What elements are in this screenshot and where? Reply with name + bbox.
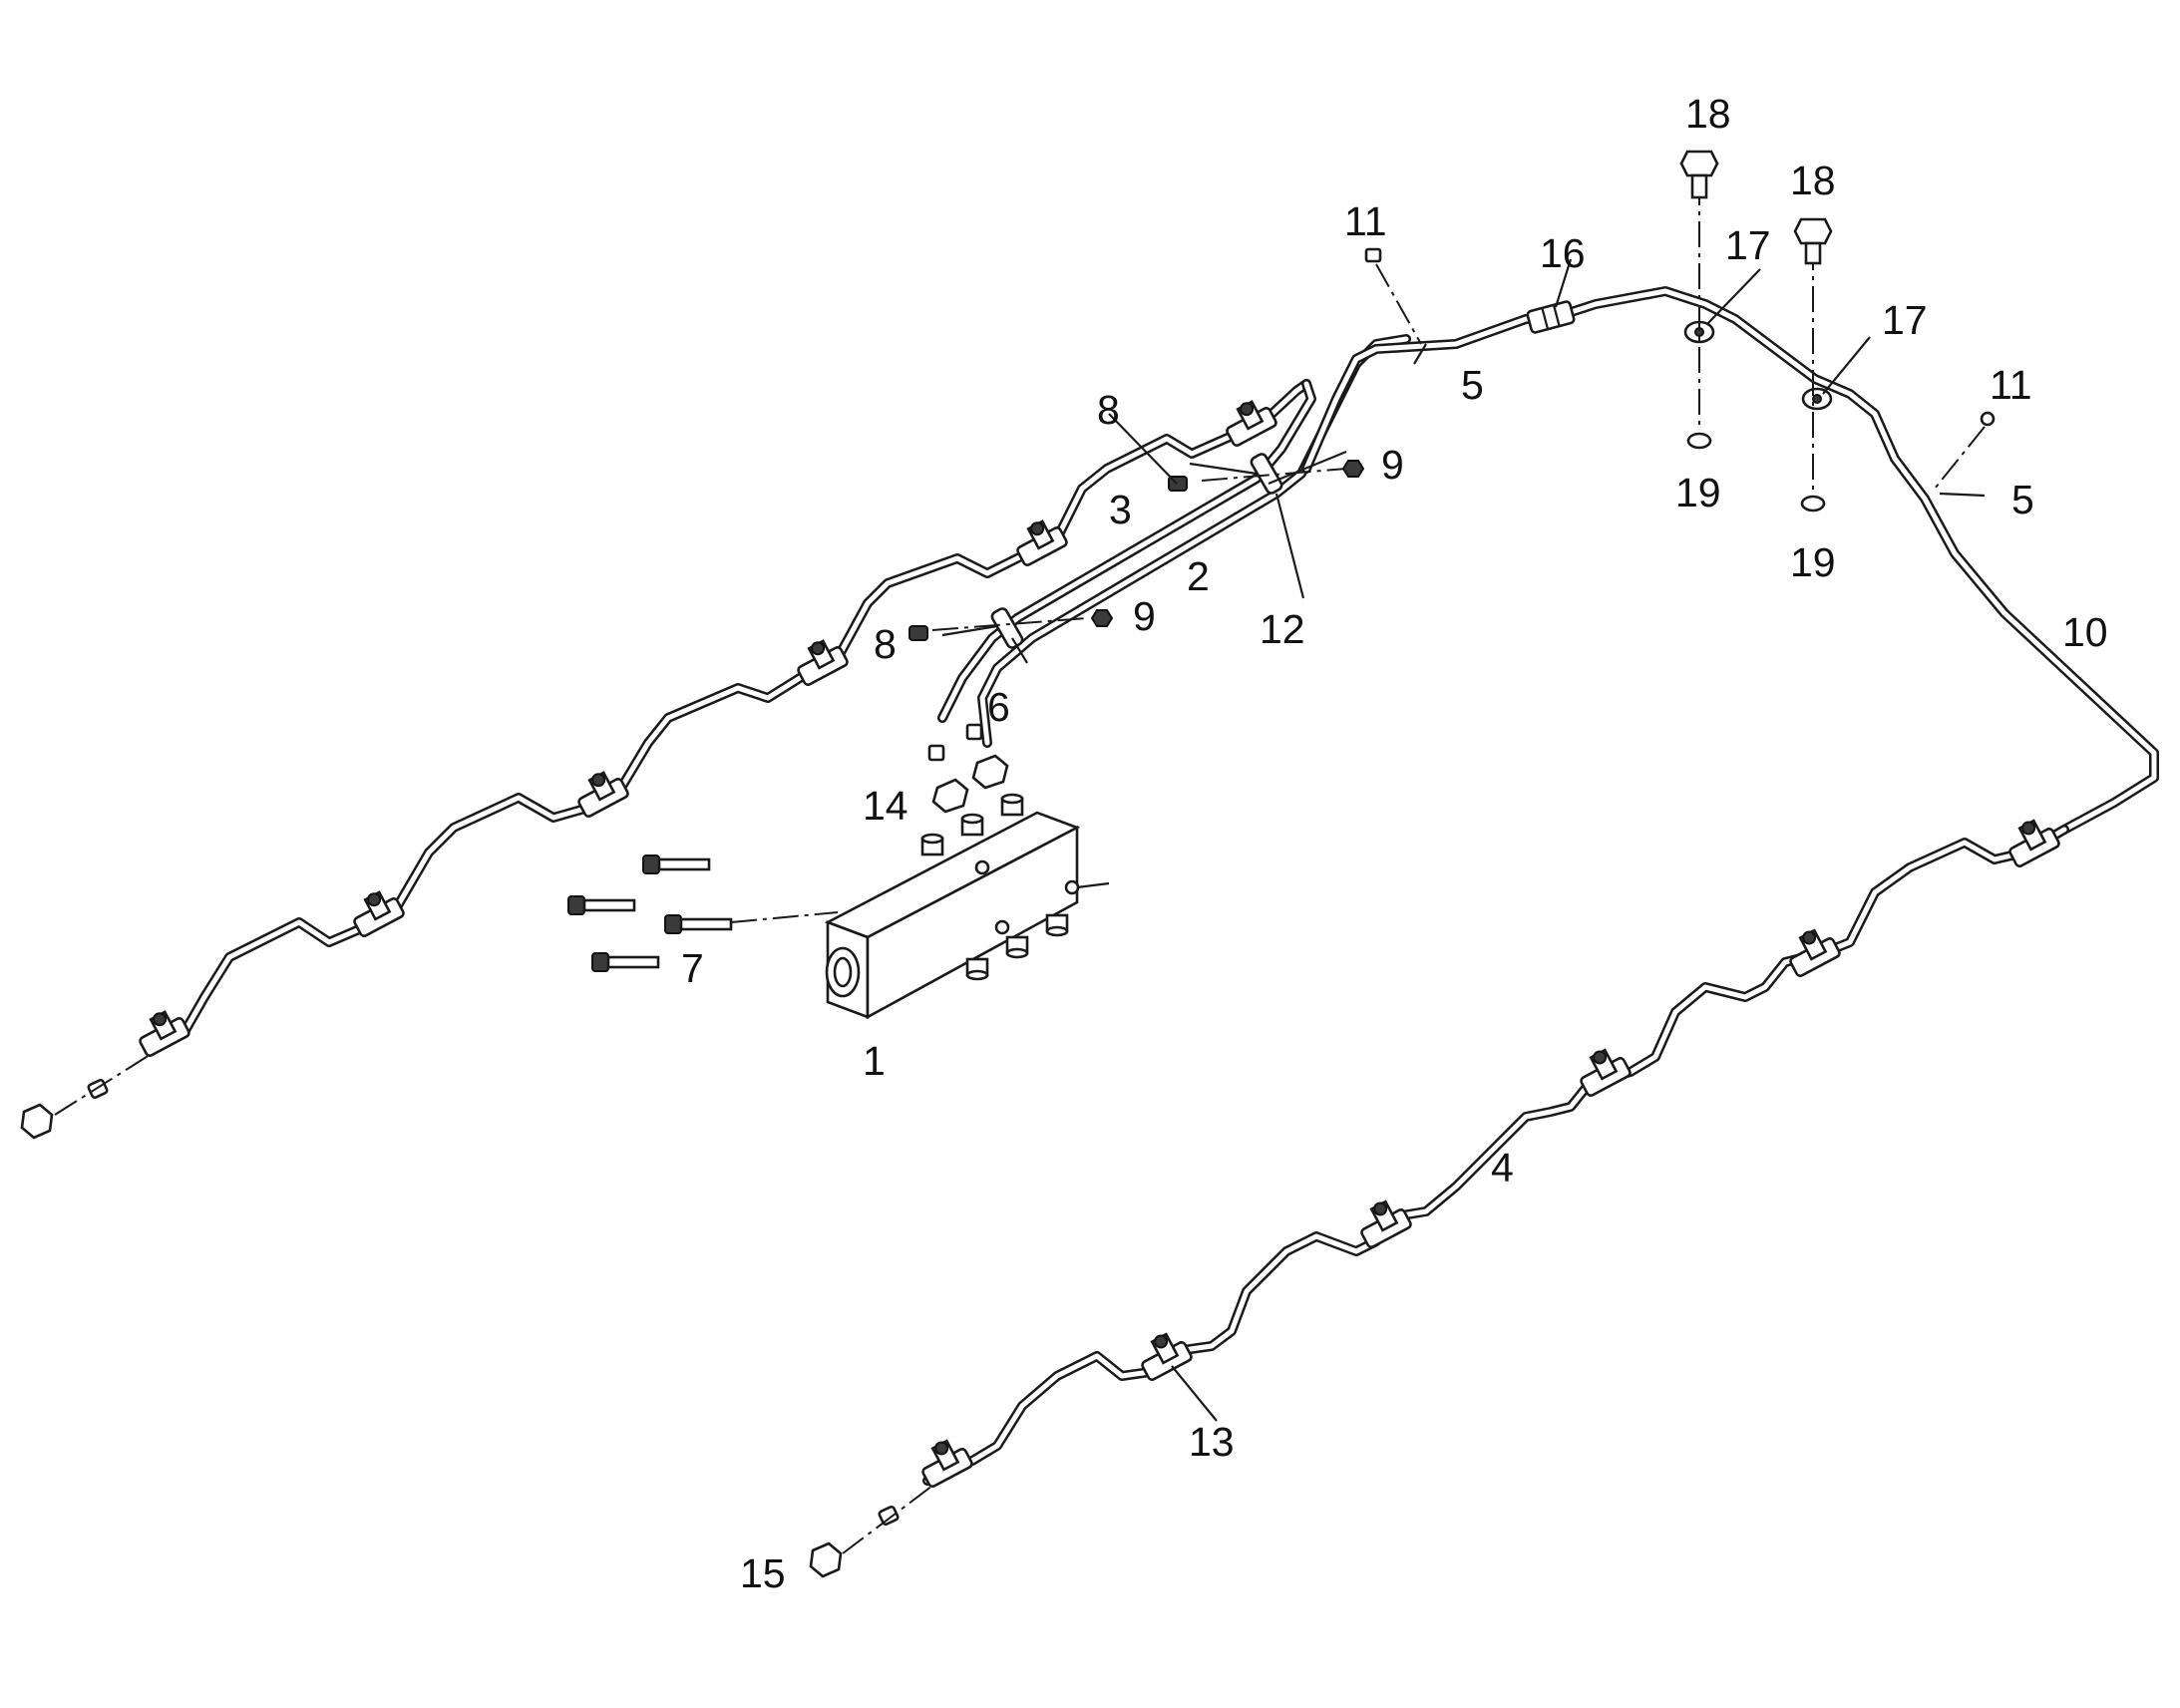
callout-11a: 11 xyxy=(1344,198,1387,244)
clamp-17 xyxy=(1683,320,1833,411)
callout-11b: 11 xyxy=(1990,362,2032,408)
tee-fittings-line-3 xyxy=(139,400,1277,1057)
pipe-5-10 xyxy=(1301,286,2159,835)
callout-5a: 5 xyxy=(1461,362,1484,408)
callout-12: 12 xyxy=(1260,606,1305,652)
callout-18b: 18 xyxy=(1790,158,1836,203)
callout-3: 3 xyxy=(1109,487,1132,532)
callout-2: 2 xyxy=(1187,553,1210,599)
callout-9b: 9 xyxy=(1133,593,1156,639)
callout-10: 10 xyxy=(2062,609,2108,655)
tee-fittings-line-4 xyxy=(921,819,2060,1488)
callout-19a: 19 xyxy=(1675,470,1721,515)
callout-14: 14 xyxy=(863,783,908,829)
leader-lines xyxy=(941,258,1986,1422)
callout-9a: 9 xyxy=(1381,442,1404,488)
callout-16: 16 xyxy=(1540,230,1586,276)
callout-5b: 5 xyxy=(2011,477,2034,522)
callout-4: 4 xyxy=(1491,1145,1514,1191)
callout-8b: 8 xyxy=(874,621,897,667)
union-16 xyxy=(1526,300,1576,334)
clamp-12 xyxy=(1168,453,1365,495)
manifold-block-1 xyxy=(824,793,1110,1020)
callout-1: 1 xyxy=(863,1038,886,1084)
callout-17b: 17 xyxy=(1882,297,1928,343)
bolt-7 xyxy=(567,854,839,972)
callout-13: 13 xyxy=(1189,1419,1235,1465)
clamp-6 xyxy=(908,607,1114,649)
callout-labels: 18 18 11 16 17 17 11 5 5 8 9 19 19 3 2 1… xyxy=(681,91,2108,1596)
callout-6: 6 xyxy=(987,684,1010,730)
callout-7: 7 xyxy=(681,945,704,991)
end-nut-15 xyxy=(20,1054,933,1578)
pipe-3 xyxy=(145,379,1316,1052)
callout-15: 15 xyxy=(740,1550,786,1596)
fitting-14 xyxy=(927,723,1009,814)
nut-19 xyxy=(1686,432,1826,512)
screw-11 xyxy=(1364,247,1996,490)
callout-17a: 17 xyxy=(1725,222,1771,268)
bolt-18 xyxy=(1679,150,1833,494)
callout-19b: 19 xyxy=(1790,539,1836,585)
callout-18a: 18 xyxy=(1685,91,1731,137)
callout-8a: 8 xyxy=(1097,387,1120,433)
